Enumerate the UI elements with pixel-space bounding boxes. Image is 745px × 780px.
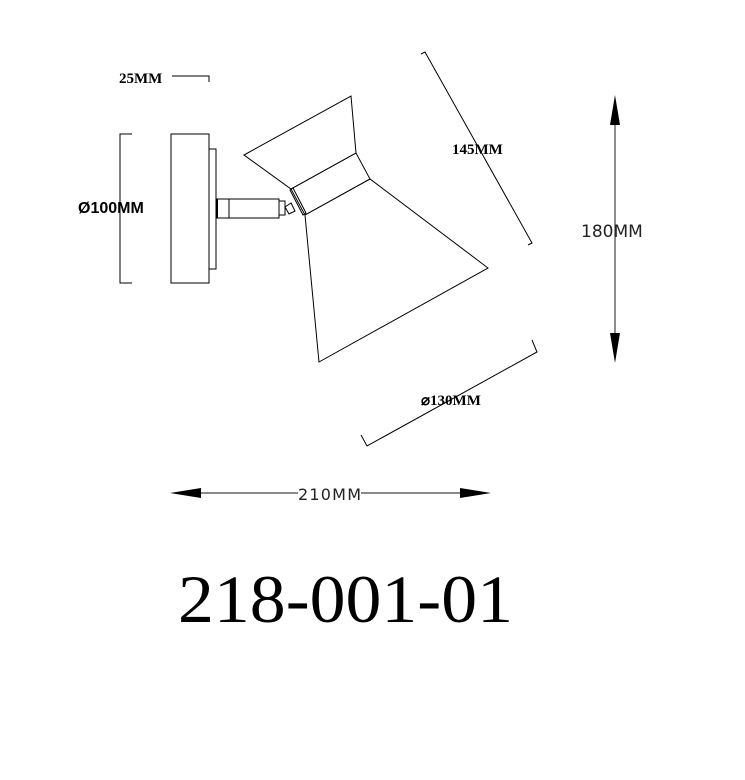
model-number: 218-001-01 bbox=[178, 561, 513, 637]
shade-length-dimension: 145MM bbox=[420, 51, 533, 246]
arm-rod-collar bbox=[216, 199, 218, 218]
shade-top-cone bbox=[243, 95, 357, 190]
shade-bottom-cone bbox=[304, 178, 489, 363]
plate-diameter-label: Ø100MM bbox=[78, 200, 144, 217]
depth-dimension: 25MM bbox=[119, 71, 210, 87]
lamp-shade bbox=[243, 95, 489, 363]
height-dimension: 180MM bbox=[581, 95, 643, 363]
back-plate bbox=[170, 133, 210, 284]
arm-knob bbox=[278, 200, 286, 216]
arrow-up-icon bbox=[610, 95, 620, 125]
inner-plate bbox=[208, 148, 217, 270]
arrow-left-icon bbox=[170, 488, 201, 498]
arrow-right-icon bbox=[460, 488, 491, 498]
width-dimension: 210MM bbox=[170, 485, 491, 504]
plate-diameter-bracket bbox=[119, 133, 132, 284]
width-label: 210MM bbox=[298, 485, 361, 504]
arrow-down-icon bbox=[610, 333, 620, 363]
shade-length-label: 145MM bbox=[452, 142, 503, 158]
shade-length-line bbox=[420, 51, 533, 246]
depth-label: 25MM bbox=[119, 71, 162, 87]
shade-diameter-label: ⌀130MM bbox=[421, 393, 481, 409]
wall-mount bbox=[170, 133, 307, 284]
plate-diameter-dimension: Ø100MM bbox=[78, 133, 144, 284]
depth-dimension-line bbox=[172, 75, 210, 82]
swivel-joint bbox=[284, 202, 296, 215]
shade-diameter-dimension: ⌀130MM bbox=[360, 339, 538, 447]
shade-diameter-line bbox=[360, 339, 538, 447]
shade-band bbox=[290, 152, 371, 216]
arm-rod bbox=[215, 198, 280, 219]
height-label: 180MM bbox=[581, 222, 643, 242]
